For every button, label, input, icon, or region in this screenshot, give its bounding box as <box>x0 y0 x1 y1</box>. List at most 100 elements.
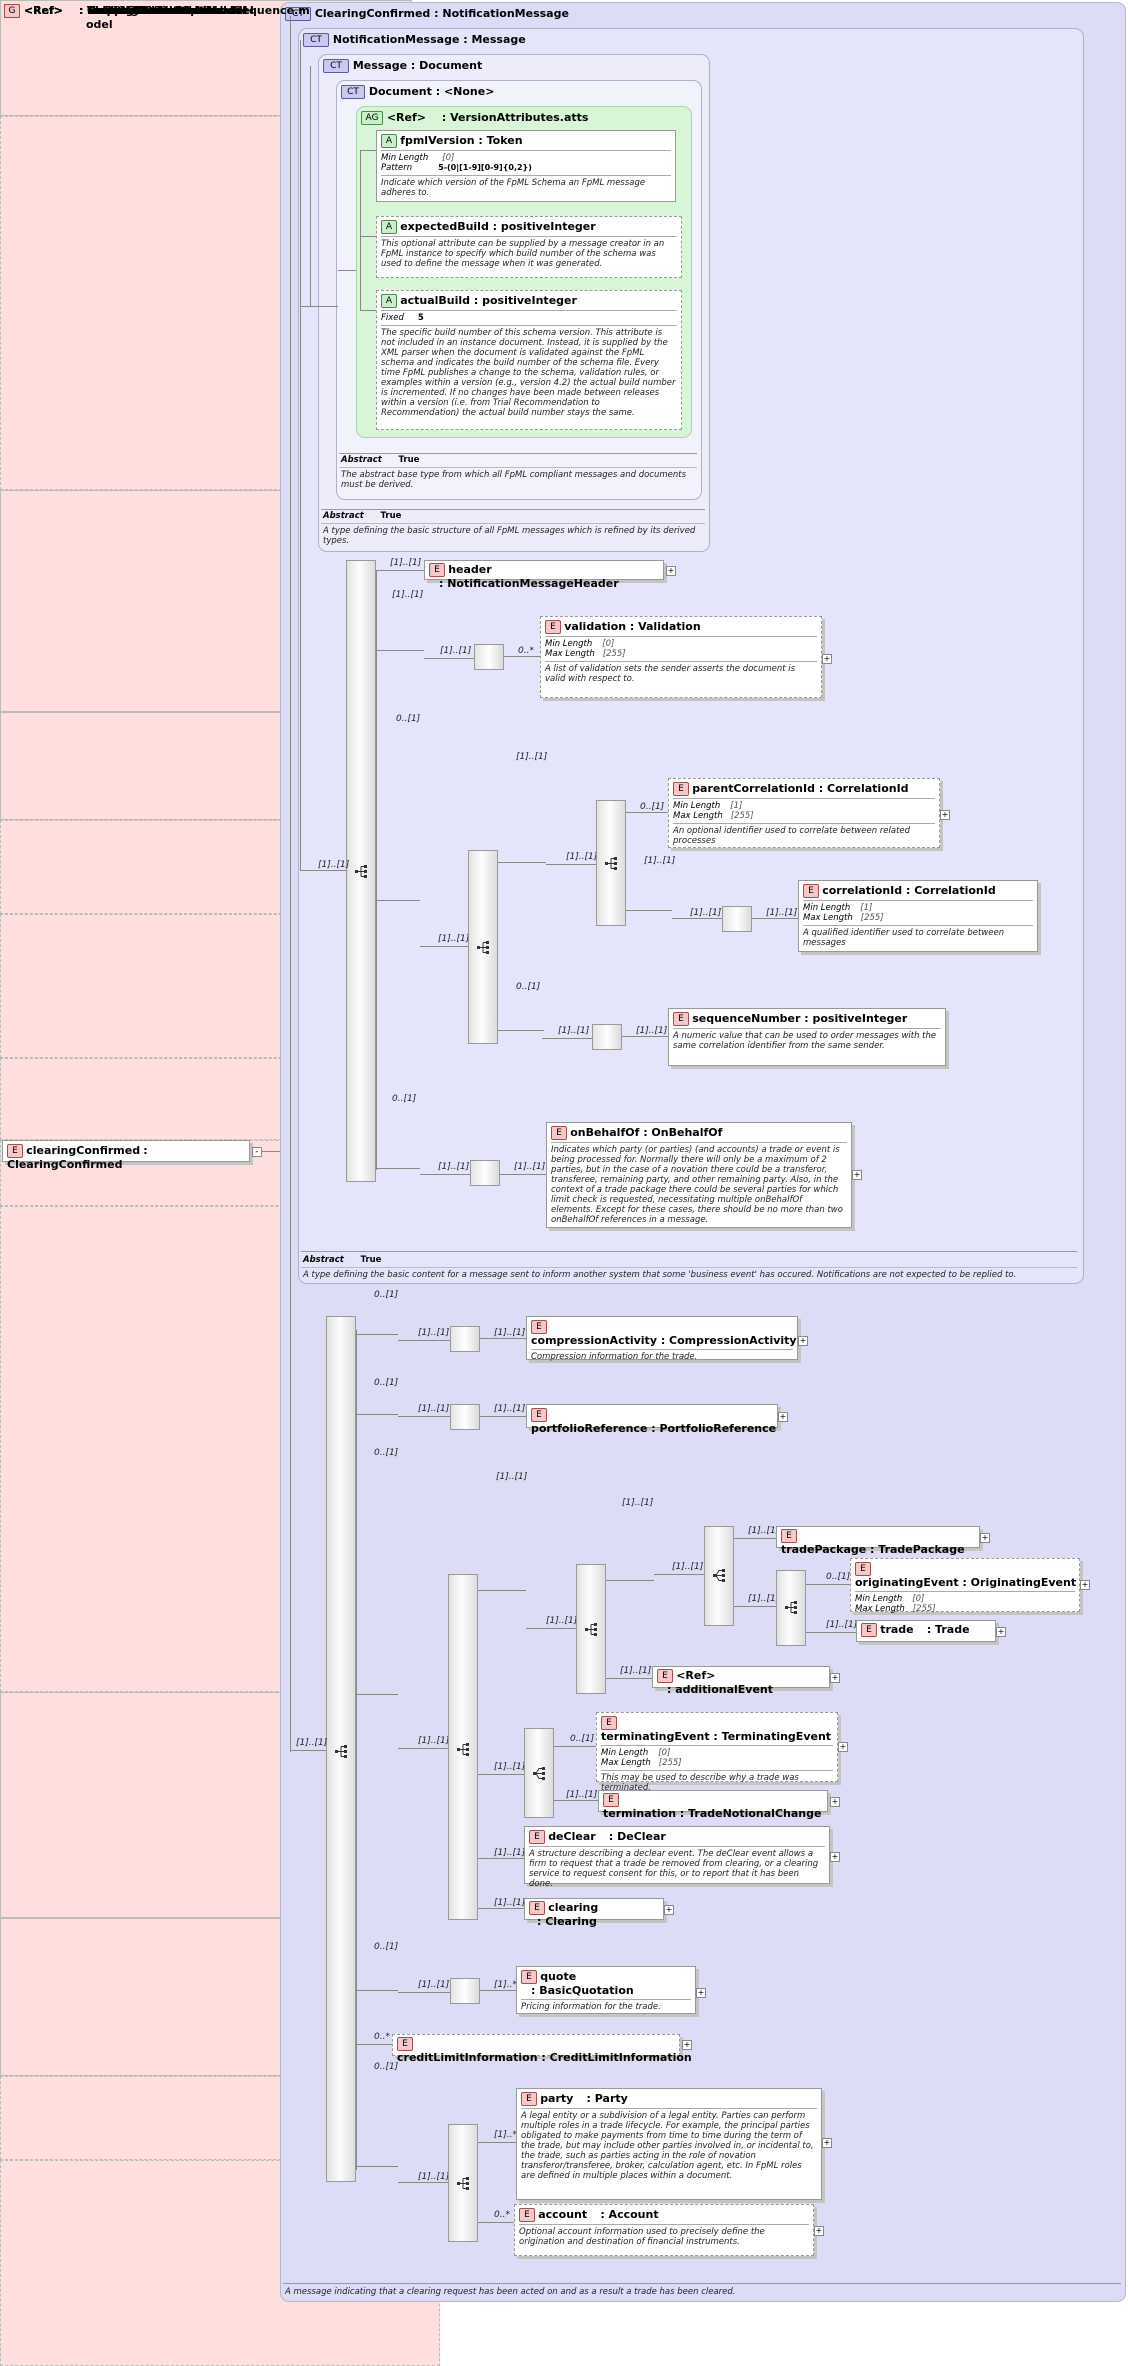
cardinality: [1]..[1] <box>392 590 424 600</box>
attribute-doc: The specific build number of this schema… <box>381 328 676 418</box>
attribute-name: expectedBuild : positiveInteger <box>400 220 596 233</box>
expand-icon[interactable]: + <box>682 2040 692 2050</box>
cardinality: 0..[1] <box>374 1290 399 1300</box>
element-on-behalf-of[interactable]: E onBehalfOf : OnBehalfOf Indicates whic… <box>546 1122 852 1228</box>
element-trade-package[interactable]: E tradePackage : TradePackage <box>776 1526 980 1556</box>
document-doc: The abstract base type from which all Fp… <box>341 470 687 490</box>
expand-icon[interactable]: + <box>798 1336 808 1346</box>
element-additional-event[interactable]: E <Ref> : additionalEvent <box>652 1666 830 1696</box>
cardinality: [1]..[1] <box>546 1616 578 1626</box>
cardinality: [1]..[1] <box>494 1898 526 1908</box>
element-credit-limit-information[interactable]: E creditLimitInformation : CreditLimitIn… <box>392 2034 692 2064</box>
cardinality: 0..[1] <box>826 1572 851 1582</box>
element-validation[interactable]: E validation : Validation Min Length[0] … <box>540 616 822 698</box>
message-header: Message : Document <box>352 59 483 72</box>
expand-icon[interactable]: + <box>940 810 950 820</box>
attribute-doc: Indicate which version of the FpML Schem… <box>381 178 646 198</box>
cardinality: [1]..[1] <box>318 860 350 870</box>
expand-icon[interactable]: + <box>852 1170 862 1180</box>
expand-icon[interactable]: + <box>822 654 832 664</box>
element-tag: E <box>429 563 445 577</box>
expand-icon[interactable]: + <box>1080 1580 1090 1590</box>
cardinality: [1]..[1] <box>496 1472 528 1482</box>
cardinality: [1]..[1] <box>566 1790 598 1800</box>
expand-icon[interactable]: + <box>838 1742 848 1752</box>
cardinality: [1]..[1] <box>418 2172 450 2182</box>
element-termination[interactable]: E termination : TradeNotionalChange <box>598 1790 828 1820</box>
root-annotation: A message indicating that a clearing req… <box>285 2287 736 2297</box>
element-trade[interactable]: E trade : Trade <box>856 1620 996 1642</box>
element-parent-correlation-id[interactable]: E parentCorrelationId : CorrelationId Mi… <box>668 778 940 848</box>
sequence-icon <box>457 1743 469 1756</box>
expand-icon[interactable]: + <box>696 1988 706 1998</box>
cardinality: 0..[1] <box>396 714 421 724</box>
element-sequence-number[interactable]: E sequenceNumber : positiveInteger A num… <box>668 1008 946 1066</box>
cardinality: [1]..[1] <box>418 1980 450 1990</box>
cardinality: 0..[1] <box>516 982 541 992</box>
expand-icon[interactable]: + <box>814 2226 824 2236</box>
cardinality: 0..[1] <box>374 1942 399 1952</box>
sequence-icon <box>477 941 489 954</box>
element-quote[interactable]: E quote : BasicQuotation Pricing informa… <box>516 1966 696 2014</box>
cardinality: [1]..[1] <box>418 1328 450 1338</box>
expand-icon[interactable]: + <box>996 1627 1006 1637</box>
element-terminating-event[interactable]: E terminatingEvent : TerminatingEvent Mi… <box>596 1712 838 1793</box>
cardinality: [1]..[1] <box>514 1162 546 1172</box>
expand-icon[interactable]: + <box>822 2138 832 2148</box>
cardinality: [1]..[1] <box>438 934 470 944</box>
cardinality: [1]..[1] <box>566 852 598 862</box>
expand-icon[interactable]: + <box>664 1905 674 1915</box>
complex-type-tag: CT <box>341 85 365 99</box>
expand-icon[interactable]: - <box>252 1147 262 1157</box>
notification-message-header: NotificationMessage : Message <box>332 33 526 46</box>
cardinality: [1]..[1] <box>418 1404 450 1414</box>
cardinality: [1]..[1] <box>826 1620 858 1630</box>
attribute-expected-build[interactable]: A expectedBuild : positiveInteger This o… <box>376 216 682 278</box>
cardinality: [1]..[1] <box>494 1848 526 1858</box>
attribute-group-name: : VersionAttributes.atts <box>441 111 589 124</box>
cardinality: [1]..* <box>494 2130 517 2140</box>
cardinality: [1]..* <box>494 1980 517 1990</box>
element-de-clear[interactable]: E deClear : DeClear A structure describi… <box>524 1826 830 1889</box>
attribute-name: actualBuild : positiveInteger <box>400 294 577 307</box>
expand-icon[interactable]: + <box>830 1673 840 1683</box>
group-event-valuation-model: G <Ref> : EventValuation.model <box>0 4 316 2160</box>
notification-message-doc: A type defining the basic content for a … <box>303 1270 1017 1280</box>
sequence-icon <box>335 1745 347 1758</box>
cardinality: [1]..[1] <box>620 1666 652 1676</box>
complex-type-tag: CT <box>323 59 349 73</box>
attribute-tag: A <box>381 294 397 308</box>
attribute-tag: A <box>381 220 397 234</box>
cardinality: [1]..[1] <box>558 1026 590 1036</box>
sequence-icon <box>585 1623 597 1636</box>
element-party[interactable]: E party : Party A legal entity or a subd… <box>516 2088 822 2200</box>
expand-icon[interactable]: + <box>830 1852 840 1862</box>
cardinality: [1]..[1] <box>672 1562 704 1572</box>
expand-icon[interactable]: + <box>778 1412 788 1422</box>
element-header[interactable]: E header : NotificationMessageHeader <box>424 560 664 590</box>
element-account[interactable]: E account : Account Optional account inf… <box>514 2204 814 2256</box>
attribute-tag: A <box>381 134 397 148</box>
element-tag: E <box>7 1144 23 1158</box>
root-element-clearing-confirmed[interactable]: E clearingConfirmed : ClearingConfirmed <box>2 1140 250 1171</box>
choice-icon <box>713 1569 725 1582</box>
sequence-icon <box>605 857 617 870</box>
cardinality: [1]..[1] <box>516 752 548 762</box>
cardinality: 0..[1] <box>392 1094 417 1104</box>
expand-icon[interactable]: + <box>666 566 676 576</box>
element-clearing[interactable]: E clearing : Clearing <box>524 1898 664 1928</box>
element-correlation-id[interactable]: E correlationId : CorrelationId Min Leng… <box>798 880 1038 952</box>
attribute-doc: This optional attribute can be supplied … <box>381 239 665 269</box>
expand-icon[interactable]: + <box>830 1797 840 1807</box>
attribute-fpml-version[interactable]: A fpmlVersion : Token Min Length[0] Patt… <box>376 130 676 202</box>
element-compression-activity[interactable]: E compressionActivity : CompressionActiv… <box>526 1316 798 1362</box>
cardinality: 0..[1] <box>374 1448 399 1458</box>
expand-icon[interactable]: + <box>980 1533 990 1543</box>
cardinality: [1]..[1] <box>644 856 676 866</box>
element-portfolio-reference[interactable]: E portfolioReference : PortfolioReferenc… <box>526 1404 778 1435</box>
cardinality: [1]..[1] <box>440 646 472 656</box>
element-originating-event[interactable]: E originatingEvent : OriginatingEvent Mi… <box>850 1558 1080 1614</box>
cardinality: [1]..[1] <box>748 1594 780 1604</box>
sequence-compositor <box>596 800 626 926</box>
